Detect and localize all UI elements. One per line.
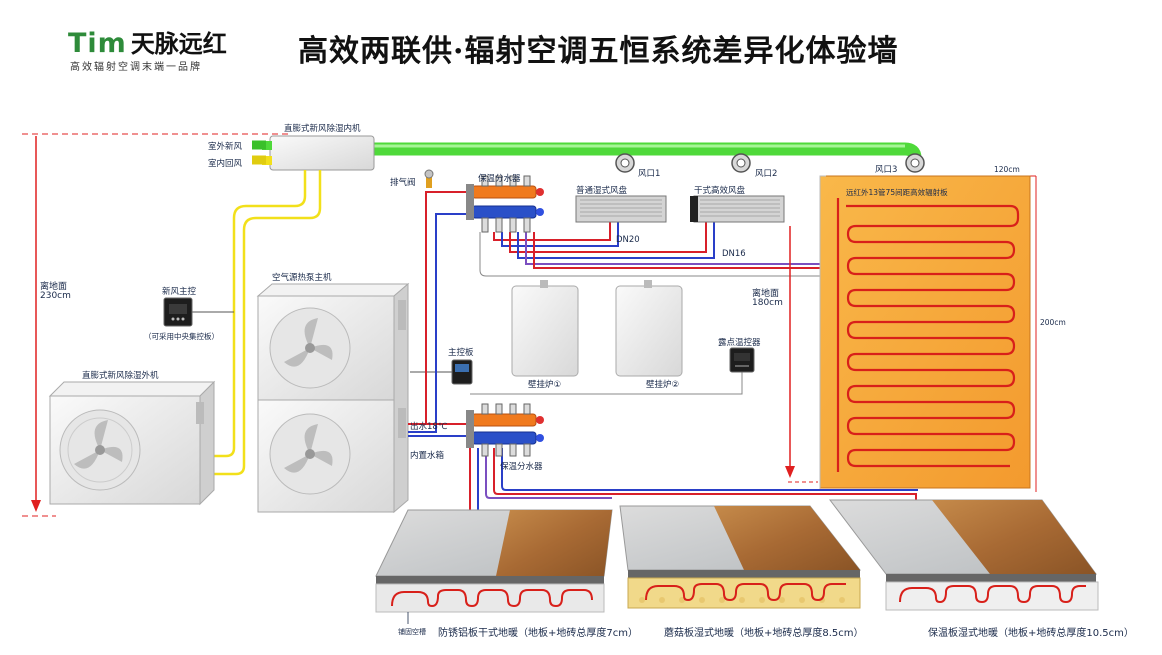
brand-slogan: 高效辐射空调末端一品牌 [70,62,202,73]
manifold-bottom-label: 保温分水器 [500,462,543,472]
fan-coil-dry-label: 干式高效风盘 [694,186,746,196]
fan-coil-normal [575,195,667,223]
pipe-dn16-label: DN16 [722,249,746,259]
right-height-label: 离地面 [752,289,780,299]
outdoor-air-port-label: 室外新风 [208,142,243,152]
fresh-controller-note: （可采用中央集控板） [144,332,219,341]
manifold-top-label: 保温分水器 [478,174,521,184]
brand-logo-mark: Tim [68,28,127,59]
floor-sample-1 [375,509,613,624]
panel-height-label: 200cm [1040,318,1066,327]
fan-coil-normal-label: 普通湿式风盘 [576,186,628,196]
boiler-1-label: 壁挂炉① [528,380,562,390]
vent-valve [424,169,434,188]
outlet-temp-label: 出水18℃ [410,422,448,432]
right-height-dimension [785,226,818,483]
outdoor-unit-label: 直膨式新风除湿外机 [82,371,159,381]
floor-sample-2 [619,505,862,609]
vent-valve-label: 排气阀 [390,178,416,188]
right-height-value: 180cm [752,298,783,308]
floor-1-caption: 防锈铝板干式地暖（地板+地砖总厚度7cm） [438,628,638,639]
indoor-dehumidifier-unit [262,135,375,171]
radiant-panel [819,175,1037,492]
radiant-panel-label: 远红外13管75间距高效辐射板 [846,188,948,197]
top-manifold [466,175,544,233]
fresh-air-controller [163,297,193,327]
air-outlet-1-label: 风口1 [638,169,661,179]
air-outlet-2-label: 风口2 [755,169,778,179]
wall-boiler-2 [615,280,683,377]
dew-point-controller [729,347,755,373]
return-air-port-label: 室内回风 [208,159,243,169]
bottom-manifold [466,403,544,457]
air-outlet-3-label: 风口3 [875,165,898,175]
fresh-controller-label: 新风主控 [162,287,197,297]
outdoor-dehumidifier-unit [48,380,216,506]
floor-1-sub-label: 铺固空槽 [398,628,426,636]
brand-name: 天脉远红 [130,30,227,58]
fan-coil-dry [690,195,785,223]
dew-controller-label: 露点温控器 [718,338,761,348]
air-outlet-3 [905,153,925,173]
heat-pump-unit [256,282,410,514]
main-control-board [451,359,473,385]
main-board-label: 主控板 [448,348,474,358]
floor-3-caption: 保温板湿式地暖（地板+地砖总厚度10.5cm） [928,628,1134,639]
air-outlet-1 [615,153,635,173]
left-height-dimension [22,133,290,517]
fresh-air-duct [365,142,922,165]
floor-2-caption: 蘑菇板湿式地暖（地板+地砖总厚度8.5cm） [664,628,864,639]
water-pipes [408,191,918,514]
floor-sample-3 [828,499,1099,611]
pipe-dn20-label: DN20 [616,235,640,245]
left-height-label: 离地面 [40,282,68,292]
indoor-unit-label: 直膨式新风除湿内机 [284,124,361,134]
left-height-value: 230cm [40,291,71,301]
refrigerant-pipes [210,170,322,476]
boiler-2-label: 壁挂炉② [646,380,680,390]
panel-width-label: 120cm [994,165,1020,174]
air-outlet-2 [731,153,751,173]
wall-boiler-1 [511,280,579,377]
heat-pump-label: 空气源热泵主机 [272,273,332,283]
page-title: 高效两联供·辐射空调五恒系统差异化体验墙 [298,34,899,69]
tank-label: 内置水箱 [410,451,445,461]
